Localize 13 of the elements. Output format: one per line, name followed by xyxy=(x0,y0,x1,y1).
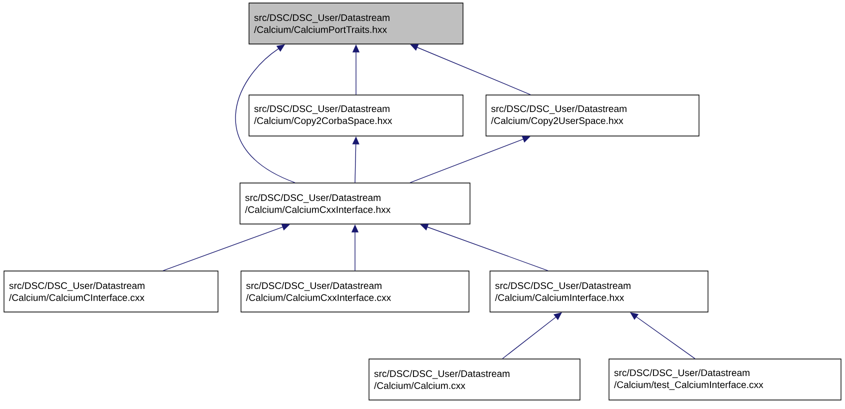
file-box: src/DSC/DSC_User/Datastream /Calcium/CalciumInterface.hxx xyxy=(490,270,708,312)
file-box: src/DSC/DSC_User/Datastream /Calcium/test_CalciumInterface.cxx xyxy=(608,358,842,400)
file-box: src/DSC/DSC_User/Datastream /Calcium/Copy2UserSpace.hxx xyxy=(486,94,700,136)
arrow xyxy=(162,224,290,271)
file-box: src/DSC/DSC_User/Datastream /Calcium/Copy2CorbaSpace.hxx xyxy=(248,94,464,136)
file-box: src/DSC/DSC_User/Datastream /Calcium/CalciumCxxInterface.hxx xyxy=(240,182,470,224)
file-box: src/DSC/DSC_User/Datastream /Calcium/Calcium.cxx xyxy=(368,358,580,400)
arrow xyxy=(420,224,548,271)
file-box: src/DSC/DSC_User/Datastream /Calcium/CalciumPortTraits.hxx xyxy=(248,2,464,44)
file-box: src/DSC/DSC_User/Datastream /Calcium/CalciumCxxInterface.cxx xyxy=(240,270,470,312)
file-box: src/DSC/DSC_User/Datastream /Calcium/CalciumCInterface.cxx xyxy=(4,270,218,312)
arrow xyxy=(410,44,531,95)
arrow xyxy=(410,136,530,183)
